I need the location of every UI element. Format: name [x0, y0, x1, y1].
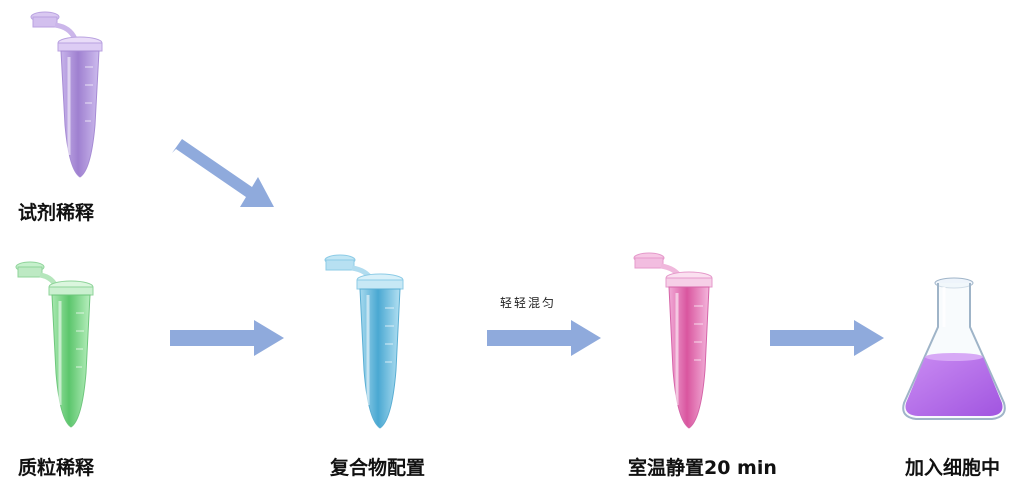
diagonal-arrow-icon — [172, 139, 274, 207]
arrow-right-icon — [487, 320, 601, 356]
pink-tube-icon — [633, 252, 713, 429]
arrow-right-icon — [770, 320, 884, 356]
purple-tube-icon — [30, 11, 103, 178]
arrow-right-icon — [170, 320, 284, 356]
gentle-mix-note: 轻轻混匀 — [500, 296, 557, 310]
blue-tube-icon — [324, 254, 404, 429]
incubate-label: 室温静置20 min — [628, 457, 777, 479]
complex-prep-label: 复合物配置 — [330, 457, 426, 479]
reagent-dilution-label: 试剂稀释 — [18, 202, 95, 224]
add-to-cells-label: 加入细胞中 — [905, 457, 1001, 479]
plasmid-dilution-label: 质粒稀释 — [18, 457, 95, 479]
green-tube-icon — [15, 261, 94, 428]
erlenmeyer-flask-icon — [902, 277, 1006, 420]
